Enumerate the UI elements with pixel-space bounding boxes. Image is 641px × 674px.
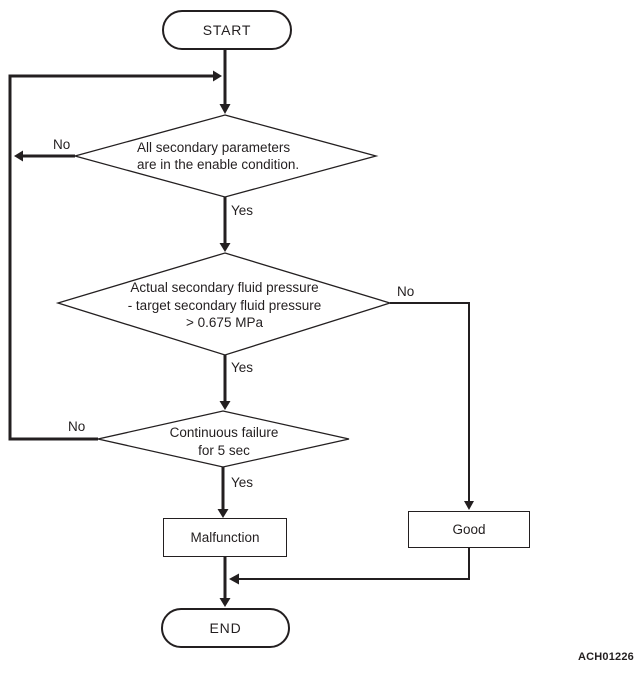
decision3-line2: for 5 sec <box>198 443 250 458</box>
decision2-line3: > 0.675 MPa <box>186 315 263 330</box>
decision3-text: Continuous failure for 5 sec <box>98 424 350 460</box>
edge-label-decision3-no: No <box>68 419 86 434</box>
arrowhead-good-merge <box>229 573 239 585</box>
edge-loop-return <box>8 74 213 441</box>
arrowhead-malfunction-to-end <box>219 598 231 607</box>
arrowhead-start-to-decision1 <box>219 104 231 114</box>
arrowhead-decision2-yes <box>219 401 231 410</box>
malfunction-node: Malfunction <box>163 518 287 557</box>
arrowhead-decision2-no <box>464 501 474 510</box>
decision2-line2: - target secondary fluid pressure <box>127 297 322 313</box>
edge-label-decision2-yes: Yes <box>231 360 254 375</box>
edge-decision2-no <box>390 302 470 502</box>
end-label: END <box>209 620 242 636</box>
edge-label-decision1-yes: Yes <box>231 203 254 218</box>
arrowhead-decision3-yes <box>217 509 229 518</box>
good-label: Good <box>452 522 486 537</box>
edge-good-merge <box>239 548 470 580</box>
arrowhead-decision1-yes <box>219 243 231 252</box>
edge-label-decision1-no: No <box>53 137 71 152</box>
start-node: START <box>162 10 292 50</box>
decision1-line1: All secondary parameters <box>137 140 291 155</box>
decision3-line1: Continuous failure <box>169 425 279 440</box>
arrowhead-loop-return <box>213 70 222 82</box>
malfunction-label: Malfunction <box>190 530 260 545</box>
good-node: Good <box>408 511 530 548</box>
end-node: END <box>161 608 290 648</box>
start-label: START <box>202 22 252 38</box>
decision1-line2: are in the enable condition. <box>137 157 300 172</box>
decision1-text: All secondary parameters are in the enab… <box>137 139 299 173</box>
decision2-text: Actual secondary fluid pressure - target… <box>59 279 390 332</box>
edge-label-decision3-yes: Yes <box>231 475 254 490</box>
edge-label-decision2-no: No <box>397 284 415 299</box>
decision2-line1: Actual secondary fluid pressure <box>130 280 319 295</box>
figure-code: ACH01226 <box>577 651 634 663</box>
arrowhead-decision1-no <box>14 150 23 162</box>
